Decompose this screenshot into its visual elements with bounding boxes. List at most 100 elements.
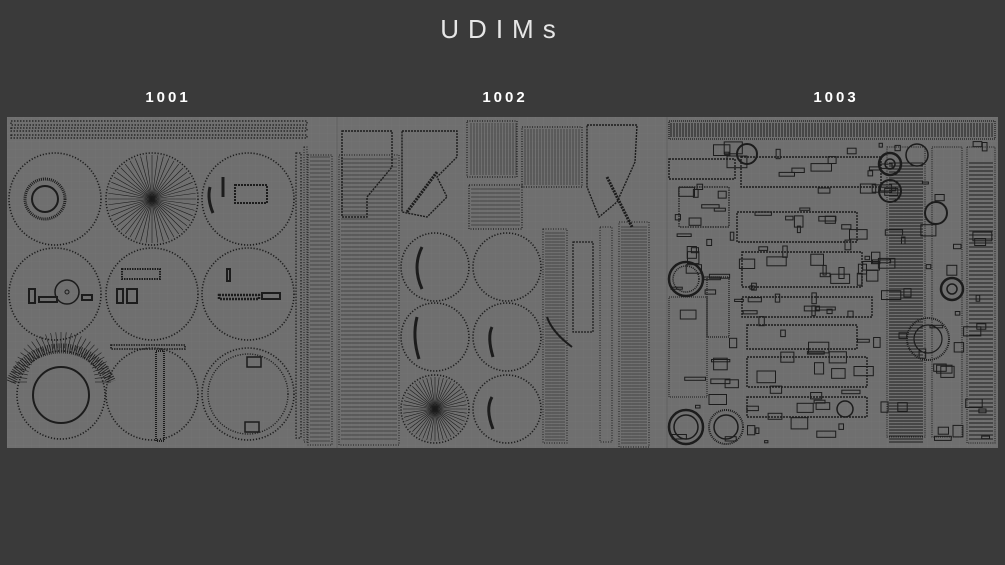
spoke-line <box>124 163 153 200</box>
uv-island <box>692 188 699 198</box>
uv-island <box>849 229 868 240</box>
fan-line <box>12 371 28 376</box>
uv-island <box>830 273 851 284</box>
uv-island <box>785 215 794 221</box>
uv-island <box>838 423 845 430</box>
uv-island <box>717 190 727 199</box>
spoke-line <box>430 377 436 410</box>
spoke-line <box>111 198 153 217</box>
uv-island <box>972 231 993 242</box>
spoke-line <box>151 198 188 227</box>
uv-island <box>898 332 908 339</box>
spoke-line <box>434 404 467 410</box>
uv-island <box>746 405 759 412</box>
spoke-line <box>134 198 153 240</box>
uv-island <box>827 156 837 164</box>
uv-island <box>954 311 961 316</box>
fan-line <box>67 333 72 349</box>
tile-1002-hatching <box>310 123 647 444</box>
uv-island <box>856 272 863 286</box>
uv-island <box>838 267 845 279</box>
spoke-line <box>409 408 436 429</box>
tile-1001-islands <box>7 120 308 443</box>
uv-island <box>818 215 837 222</box>
spoke-line <box>134 158 153 200</box>
spoke-line <box>434 408 465 422</box>
uv-island <box>749 285 755 290</box>
fan-line <box>71 334 77 350</box>
uv-island <box>934 194 945 202</box>
uv-island <box>880 401 889 413</box>
uv-island <box>703 276 721 281</box>
uv-layout-canvas <box>7 117 998 448</box>
uv-island <box>708 394 727 405</box>
fan-line <box>86 348 99 360</box>
uv-island <box>796 402 814 413</box>
uv-island <box>780 351 795 363</box>
uv-island <box>873 337 881 348</box>
uv-island <box>796 225 801 234</box>
uv-island <box>769 385 783 394</box>
spoke-line <box>108 192 153 200</box>
spoke-line <box>434 378 444 410</box>
uv-island <box>690 247 700 254</box>
uv-island <box>844 239 852 251</box>
fan-line <box>50 333 55 349</box>
uv-island <box>767 412 783 420</box>
uv-island <box>790 417 809 430</box>
spoke-line <box>422 408 436 439</box>
uv-island <box>747 297 762 303</box>
spoke-line <box>434 400 466 410</box>
fan-line <box>23 348 36 360</box>
spoke-line <box>151 198 196 206</box>
spoke-line <box>434 408 455 435</box>
uv-island <box>708 273 731 279</box>
uv-island <box>799 207 811 211</box>
spoke-line <box>434 386 458 410</box>
spoke-line <box>113 176 153 200</box>
uv-island <box>726 155 748 169</box>
uv-island <box>670 286 683 290</box>
spoke-line <box>140 156 153 200</box>
uv-island <box>831 368 846 379</box>
tile-1002-islands <box>307 120 650 448</box>
uv-island <box>953 342 965 353</box>
uv-island <box>878 142 883 148</box>
fan-line <box>90 356 105 366</box>
uv-island <box>704 289 717 295</box>
spoke-line <box>434 379 448 410</box>
spoke-line <box>418 408 436 437</box>
uv-island <box>815 306 836 311</box>
fan-line <box>45 334 51 350</box>
spoke-line <box>434 408 458 432</box>
uv-island <box>778 171 795 177</box>
spoke-line <box>151 176 191 200</box>
spoke-line <box>120 198 153 231</box>
uv-island <box>724 379 739 389</box>
spoke-line <box>151 156 164 200</box>
uv-island <box>810 163 832 172</box>
uv-island <box>706 238 713 247</box>
uv-island <box>696 183 704 190</box>
spoke-line <box>407 392 436 410</box>
fan-line <box>83 344 95 357</box>
spoke-line <box>404 400 436 410</box>
uv-island <box>766 256 787 267</box>
uv-island <box>747 425 756 436</box>
uv-island <box>929 324 944 329</box>
uv-island <box>867 170 874 177</box>
spoke-line <box>409 389 436 410</box>
spoke-line <box>434 377 440 410</box>
spoke-line <box>120 167 153 200</box>
fan-line <box>13 366 29 372</box>
spoke-line <box>151 198 159 243</box>
spoke-line <box>151 160 175 200</box>
spoke-line <box>151 192 196 200</box>
fan-line <box>91 361 107 369</box>
uv-island <box>758 316 765 327</box>
uv-sheet <box>7 117 998 448</box>
spoke-line <box>108 198 153 206</box>
spoke-line <box>434 408 440 441</box>
spoke-line <box>434 392 463 410</box>
spoke-line <box>434 383 455 410</box>
